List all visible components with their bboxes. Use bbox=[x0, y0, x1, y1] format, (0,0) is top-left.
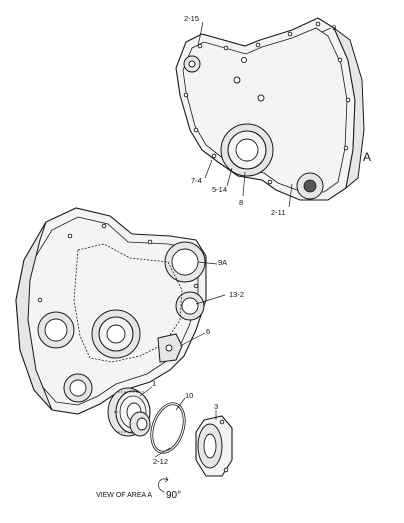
crankshaft-gear bbox=[107, 387, 151, 437]
callout-7-4: 7-4 bbox=[191, 176, 202, 185]
callout-9A: 9A bbox=[218, 258, 227, 267]
callout-1: 1 bbox=[152, 379, 156, 388]
callout-5-14: 5-14 bbox=[212, 185, 227, 194]
leader-lines bbox=[139, 21, 332, 458]
callout-2-11: 2-11 bbox=[271, 208, 285, 217]
front-cover-top bbox=[175, 17, 365, 201]
callout-9: 9 bbox=[332, 23, 336, 32]
callout-8: 8 bbox=[239, 198, 243, 207]
callout-2-12: 2-12 bbox=[153, 457, 168, 466]
rotation-arrow-icon bbox=[158, 476, 169, 493]
o-ring-seal bbox=[150, 402, 186, 454]
callout-3: 3 bbox=[214, 402, 218, 411]
callout-6: 6 bbox=[206, 327, 210, 336]
callout-10: 10 bbox=[185, 391, 193, 400]
rotation-angle: 90° bbox=[166, 490, 181, 501]
timing-gear-housing bbox=[15, 207, 207, 415]
callout-13-2: 13-2 bbox=[229, 290, 244, 299]
view-of-area-label: VIEW OF AREA A bbox=[96, 492, 152, 499]
front-seal-cover bbox=[195, 415, 233, 477]
callout-2-15: 2-15 bbox=[184, 14, 199, 23]
callout-A: A bbox=[363, 150, 371, 164]
